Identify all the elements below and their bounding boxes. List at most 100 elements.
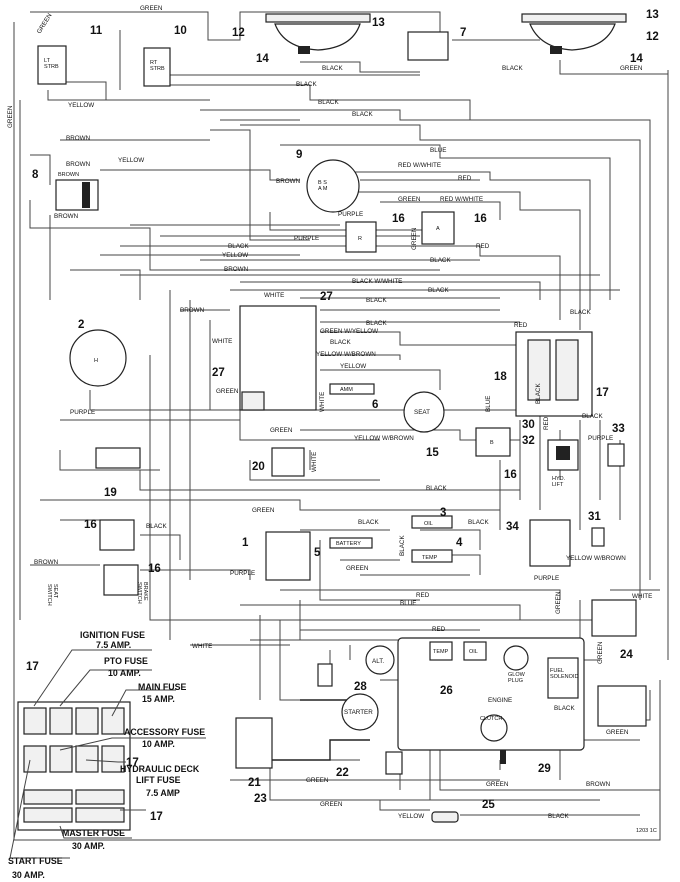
wire-label: BLACK (399, 535, 406, 556)
diode-31 (591, 527, 605, 547)
wire-label: BLACK (322, 65, 343, 72)
callout-15: 15 (426, 447, 439, 459)
wire-label: GREEN (620, 65, 643, 72)
callout-13b: 13 (646, 9, 659, 21)
wire-label: GREEN (140, 5, 163, 12)
wire-label: RED (476, 243, 490, 250)
amm-label: AMM (340, 387, 353, 393)
wire-label: YELLOW (398, 813, 424, 820)
callout-6: 6 (372, 399, 378, 411)
callout-14a: 14 (256, 53, 269, 65)
wire-label: BLACK (146, 523, 167, 530)
battery (235, 717, 273, 769)
wire-label: GREEN (252, 507, 275, 514)
wire-label: GREEN (411, 227, 418, 250)
oil-gauge-label: OIL (424, 521, 433, 527)
callout-16c: 16 (84, 519, 97, 531)
temp-sender-label: TEMP (433, 649, 449, 655)
wire-label: GREEN W/YELLOW (320, 328, 378, 335)
wire-label: YELLOW (340, 363, 366, 370)
relay-16a (345, 221, 377, 253)
light-switch (407, 31, 449, 61)
callout-17c: 17 (126, 757, 139, 769)
relay-a-label: A (436, 226, 440, 232)
seat-label: SEAT (414, 409, 430, 416)
components (9, 13, 647, 859)
wire-harness (13, 11, 669, 841)
callout-28: 28 (354, 681, 367, 693)
callout-33: 33 (612, 423, 625, 435)
hyd-lift-label: HYD.LIFT (552, 476, 566, 488)
brake-switch-connector (55, 179, 99, 211)
wire-label: WHITE (632, 593, 652, 600)
fuse-holder-25 (431, 811, 459, 823)
diode-33 (607, 443, 625, 467)
wire-label: BLACK (366, 320, 387, 327)
relay-16b (421, 211, 455, 245)
wire-label: PURPLE (294, 235, 319, 242)
alternator (365, 645, 395, 675)
fuse-captions: IGNITION FUSE 7.5 AMP. PTO FUSE 10 AMP. … (8, 630, 205, 880)
wire-label: BLACK (428, 287, 449, 294)
right-headlight-lens (521, 13, 627, 23)
callout-17d: 17 (150, 811, 163, 823)
master-fuse-label: MASTER FUSE (62, 828, 125, 838)
lt-strobe-light (37, 45, 67, 85)
wire-label: GREEN (597, 641, 604, 664)
wire-label: PURPLE (70, 409, 95, 416)
wire-label: BROWN (224, 266, 249, 273)
oil-sender (463, 641, 487, 661)
wire-label: BLACK W/WHITE (352, 278, 402, 285)
wire-label: GREEN (346, 565, 369, 572)
wire-label: BLACK (535, 383, 542, 404)
wire-label: BLUE (430, 147, 446, 154)
callout-4: 4 (456, 537, 463, 549)
wire-label: GREEN (486, 781, 509, 788)
seat-switch (403, 391, 445, 433)
wire-label: RED (514, 322, 528, 329)
wire-label: PURPLE (534, 575, 559, 582)
callout-12b: 12 (646, 31, 659, 43)
wire-label: YELLOW (222, 252, 248, 259)
wire-label: GREEN (216, 388, 239, 395)
fuel-solenoid (547, 657, 579, 699)
callout-27b: 27 (212, 367, 225, 379)
wire-label: BLUE (400, 600, 416, 607)
wire-label: GREEN (270, 427, 293, 434)
oil-sender-label: OIL (469, 649, 478, 655)
callout-19: 19 (104, 487, 117, 499)
wire-label: BLACK (366, 297, 387, 304)
pto-fuse-amp: 10 AMP. (108, 668, 141, 678)
battery-gauge-label: BATTERY (336, 541, 361, 547)
wire-label: BLUE (485, 396, 492, 412)
callout-21: 21 (248, 777, 261, 789)
oil-gauge (411, 515, 453, 529)
hydraulic-fuse-label: HYDRAULIC DECK (120, 764, 200, 774)
wire-label: WHITE (319, 392, 326, 412)
wire-label: BROWN (34, 559, 59, 566)
engine-label: ENGINE (488, 697, 512, 704)
wire-label: GREEN (398, 196, 421, 203)
callout-5: 5 (314, 547, 321, 559)
master-fuse-amp: 30 AMP. (72, 841, 105, 851)
callout-10: 10 (174, 25, 187, 37)
relay-r-label: R (358, 236, 362, 242)
connector-19 (95, 447, 141, 469)
callout-24: 24 (620, 649, 633, 661)
hour-meter (69, 329, 127, 387)
callout-23: 23 (254, 793, 267, 805)
wire-label: YELLOW (118, 157, 144, 164)
callout-1: 1 (242, 537, 249, 549)
start-fuse-label: START FUSE (8, 856, 63, 866)
start-fuse-amp: 30 AMP. (12, 870, 45, 880)
left-headlight-lens (265, 13, 371, 23)
starter (341, 693, 379, 731)
right-headlight (529, 23, 616, 51)
callout-13a: 13 (372, 17, 385, 29)
wire-label: BLACK (358, 519, 379, 526)
wire-label: WHITE (212, 338, 232, 345)
wire-label: BLACK (430, 257, 451, 264)
